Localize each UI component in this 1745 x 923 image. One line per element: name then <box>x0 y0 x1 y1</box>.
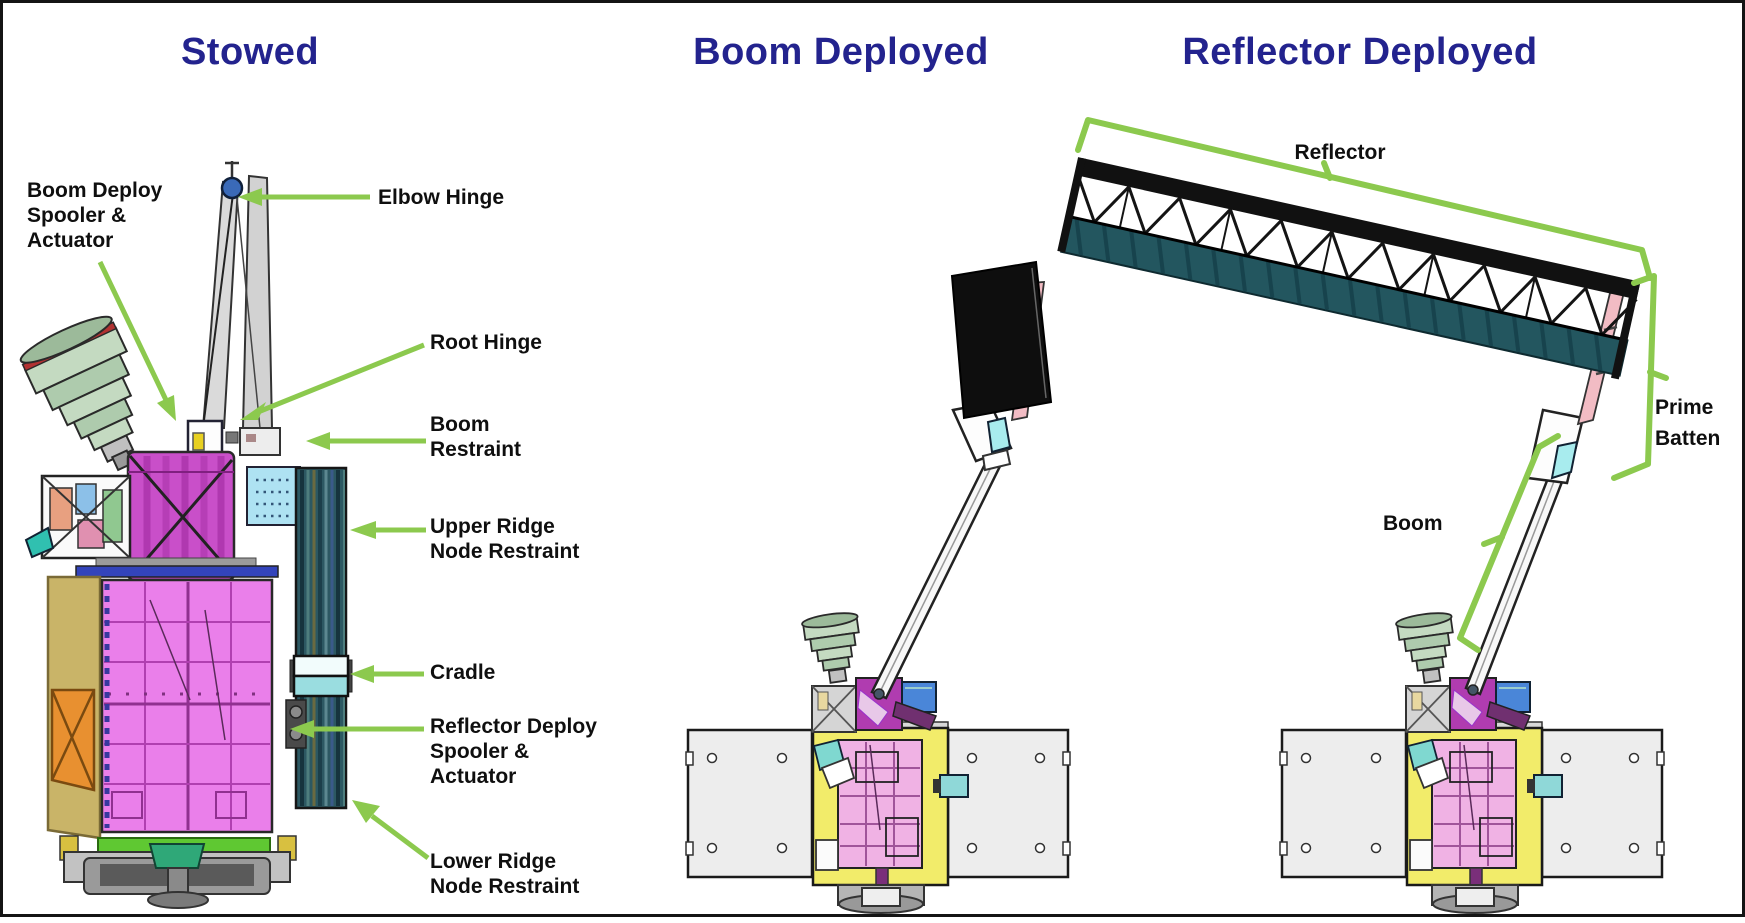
boom-bracket <box>1457 433 1561 653</box>
cyan-batten-segment-right <box>1550 440 1579 480</box>
label-boom: Boom <box>1383 512 1443 535</box>
panel-title-boom-deployed: Boom Deployed <box>693 31 989 73</box>
elbow-hinge-part <box>220 161 244 200</box>
orange-truss <box>50 688 96 792</box>
label-elbow-hinge: Elbow Hinge <box>378 186 504 209</box>
folded-reflector-edge <box>1031 267 1047 399</box>
instrument-cylinder <box>126 450 236 582</box>
reflector-bracket-tick <box>1321 160 1333 181</box>
blue-deck-strip <box>75 565 279 578</box>
label-prime-batten: Prime Batten <box>1655 396 1721 450</box>
label-boom-restraint: Boom Restraint <box>430 413 522 461</box>
stowed-solar-panel <box>100 578 274 834</box>
panel-title-stowed: Stowed <box>180 31 320 73</box>
boom-elbow-fitting <box>981 448 1012 472</box>
radiator-panel <box>246 466 301 526</box>
label-boom-deploy-spooler: Boom Deploy Spooler & Actuator <box>27 179 163 252</box>
launch-adapter-base <box>59 835 297 909</box>
label-lower-ridge-node-restraint: Lower Ridge Node Restraint <box>430 850 580 898</box>
reflector-deployed-spacecraft <box>1057 117 1669 915</box>
cradle-part <box>289 654 353 698</box>
equipment-frame <box>24 474 132 560</box>
boom-bracket-tick <box>1481 534 1505 547</box>
reflector-annotation-brackets <box>1075 117 1669 653</box>
root-hinge-part <box>186 419 281 459</box>
stowed-boom-struts <box>201 174 274 429</box>
deployed-boom <box>870 446 1008 700</box>
reflector-truss <box>1057 157 1641 380</box>
stowed-annotation-arrows <box>97 188 430 860</box>
stowed-reflector-stack <box>294 466 348 810</box>
stowed-spacecraft <box>19 161 430 909</box>
boom-deployed-spacecraft <box>684 260 1072 915</box>
label-upper-ridge-node-restraint: Upper Ridge Node Restraint <box>430 515 580 563</box>
reflector-bracket <box>1075 117 1653 281</box>
prime-batten-bracket-tick <box>1647 369 1669 381</box>
feed-horn-cone <box>19 315 135 472</box>
deployed-boom-right <box>1464 448 1574 696</box>
label-cradle: Cradle <box>430 661 496 684</box>
label-reflector-deploy-spooler: Reflector Deploy Spooler & Actuator <box>430 715 597 788</box>
reflector-deploy-spooler-part <box>285 699 307 749</box>
deck-strip <box>95 557 257 567</box>
label-reflector: Reflector <box>1294 141 1386 164</box>
label-root-hinge: Root Hinge <box>430 331 542 354</box>
folded-reflector <box>950 260 1053 420</box>
cyan-batten-segment <box>986 416 1012 454</box>
panel-title-reflector-deployed: Reflector Deployed <box>1182 31 1538 73</box>
